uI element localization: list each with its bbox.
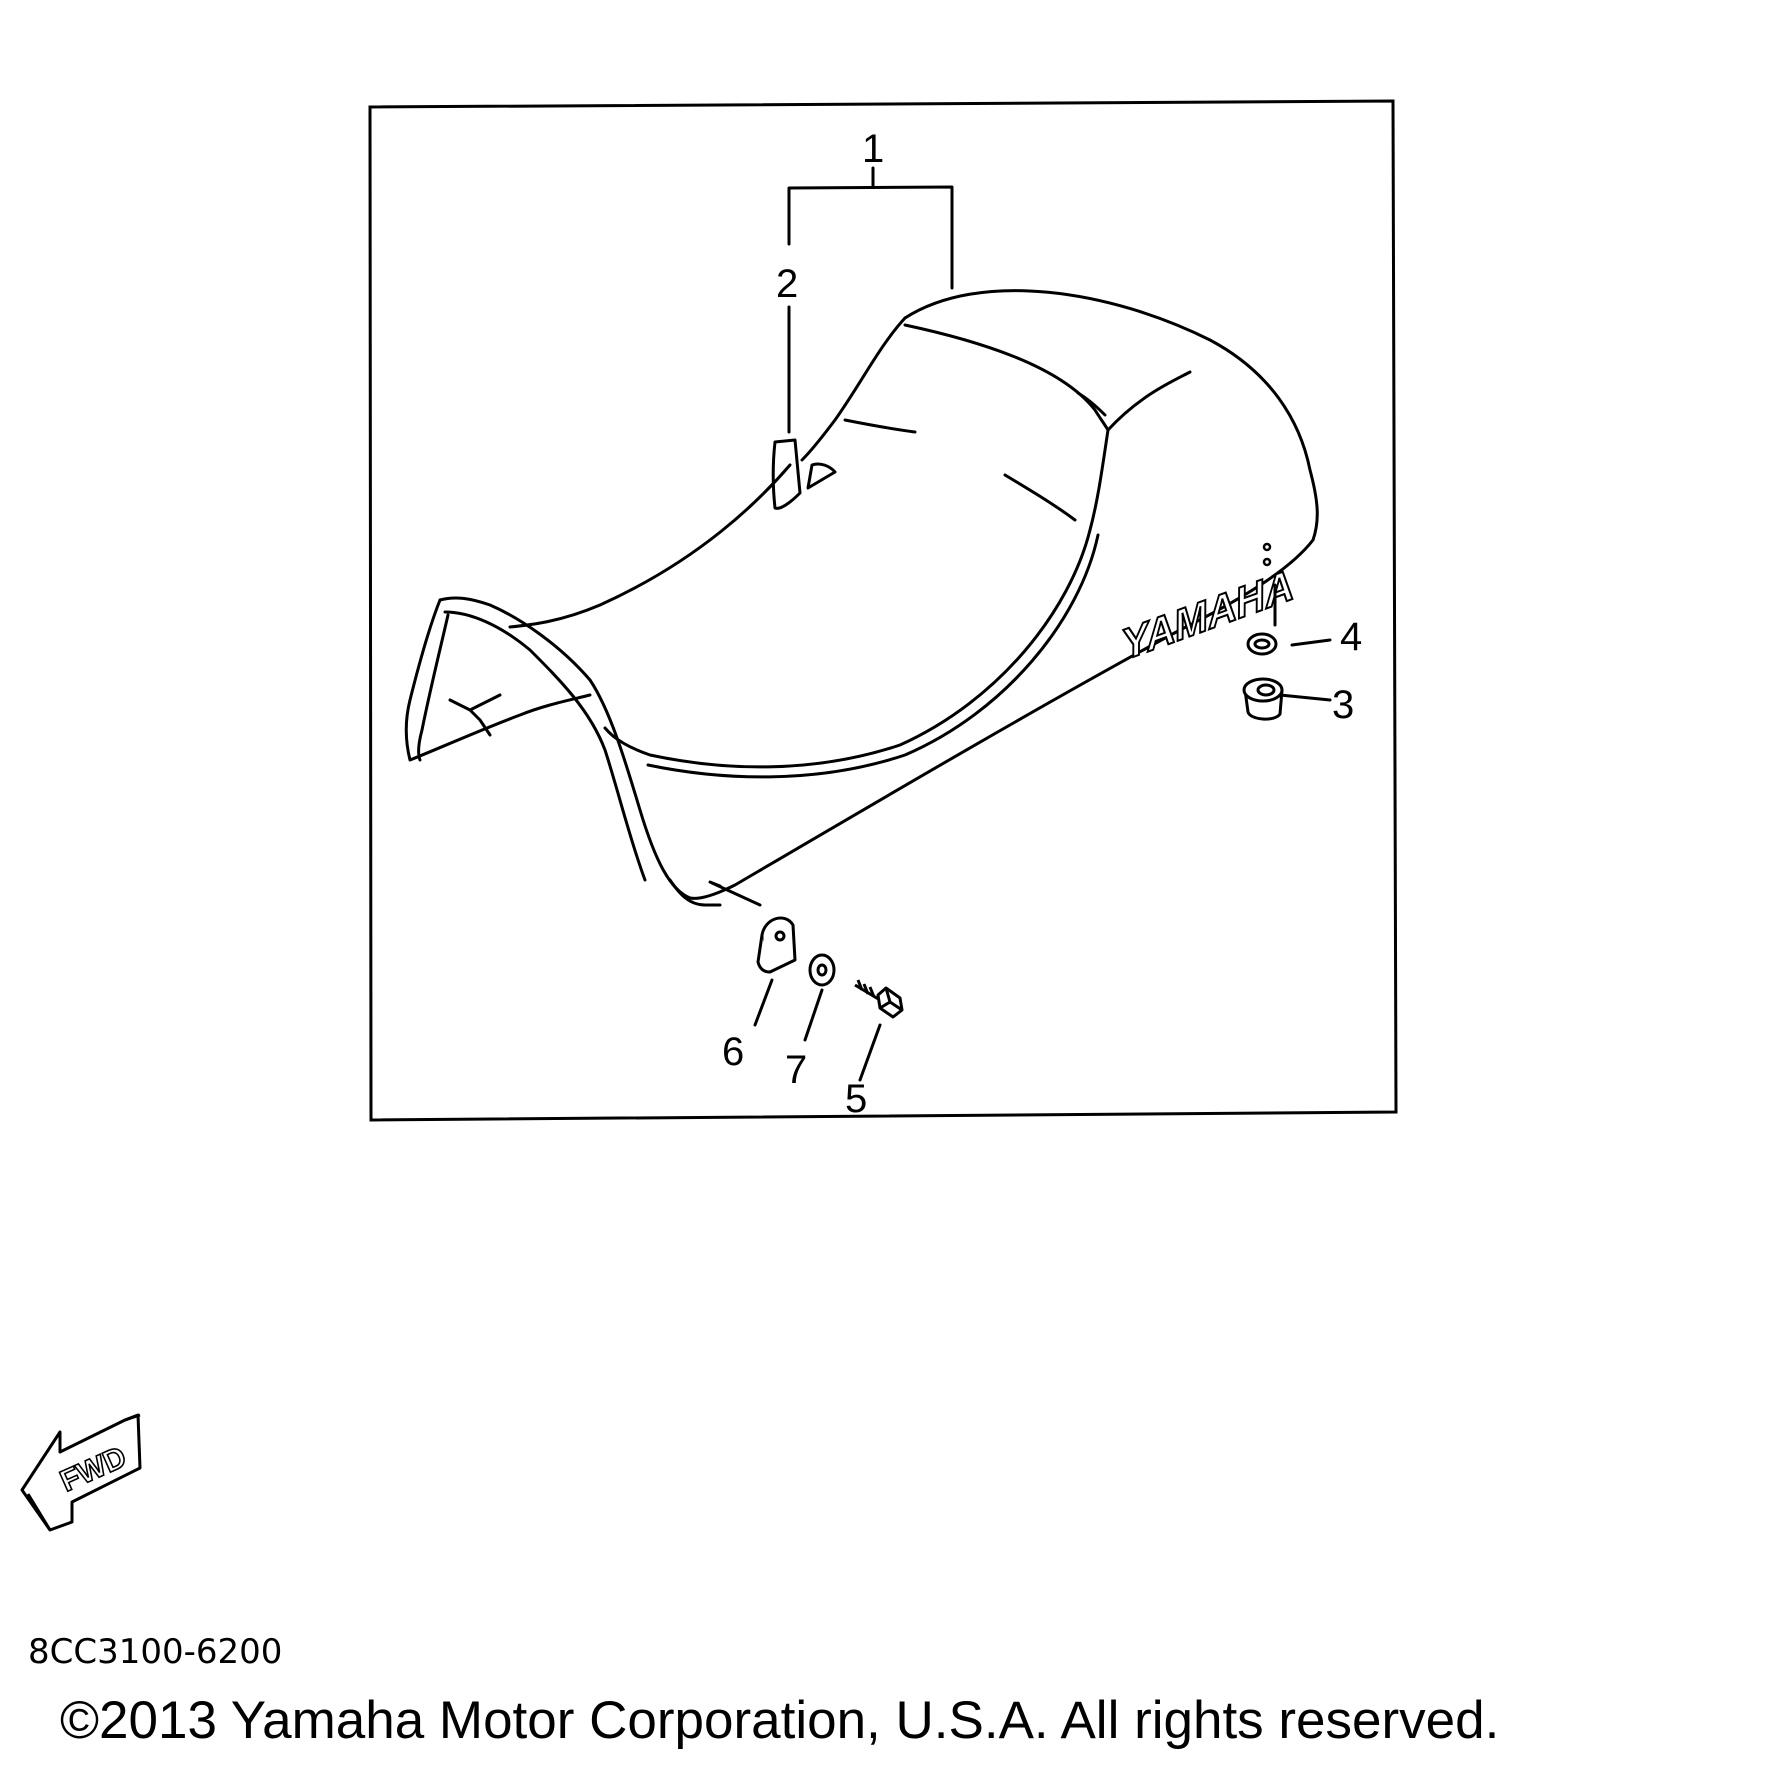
seat-front-slope — [800, 316, 907, 462]
seat-assembly — [404, 289, 1319, 907]
seat-front-lip-inner — [443, 610, 647, 882]
callout-1: 1 — [862, 127, 884, 171]
seat-cushion-top — [508, 463, 792, 629]
seat-cushion-piping — [603, 528, 1092, 769]
seat-crease-2 — [1003, 473, 1077, 522]
callout-5-leader — [858, 1023, 882, 1082]
fwd-arrow-depth — [26, 1413, 141, 1531]
grab-handle-slot — [806, 462, 837, 490]
seat-crease-1 — [843, 418, 917, 434]
part-6-bracket — [756, 916, 797, 974]
callout-5: 5 — [845, 1077, 867, 1121]
callout-3: 3 — [1332, 683, 1354, 727]
fwd-arrow-icon: FWD — [20, 1413, 142, 1532]
seat-cushion-piping-2 — [646, 533, 1100, 779]
fwd-arrow-shape — [20, 1413, 142, 1532]
logo-marks — [1262, 542, 1272, 567]
seat-front-face-inner — [417, 613, 450, 762]
callout-7: 7 — [785, 1048, 807, 1092]
callout-6-leader — [753, 978, 774, 1027]
callout-3-leader — [1278, 693, 1332, 702]
part-code: 8CC3100-6200 — [28, 1632, 283, 1672]
callout-2: 2 — [776, 262, 798, 306]
seat-body-outline — [688, 289, 1319, 900]
seat-rear-band — [1106, 370, 1192, 432]
leader-lines — [710, 166, 1332, 1082]
seat-base-bottom — [668, 878, 722, 907]
part-7-washer — [808, 953, 836, 987]
part-3-damper — [1242, 677, 1284, 721]
copyright-notice: ©2013 Yamaha Motor Corporation, U.S.A. A… — [60, 1691, 1500, 1750]
grab-handle — [771, 438, 802, 510]
callout-4-leader — [1273, 583, 1332, 647]
seat-front-face — [404, 598, 592, 762]
callout-4: 4 — [1340, 615, 1362, 659]
seat-rear-ridge — [1088, 428, 1110, 532]
bracket-dash-leader — [710, 881, 762, 907]
part-5-bolt — [854, 979, 904, 1019]
seat-front-face-fold — [448, 693, 502, 737]
seat-rear-piping — [903, 323, 1110, 432]
seat-front-lip — [438, 596, 692, 900]
diagram-frame — [368, 99, 1398, 1122]
callout-7-leader — [803, 988, 824, 1042]
callout-1-bracket — [787, 166, 954, 290]
callout-6: 6 — [722, 1030, 744, 1074]
part-4-grommet — [1246, 632, 1278, 656]
seat-crease-3 — [1076, 391, 1107, 417]
